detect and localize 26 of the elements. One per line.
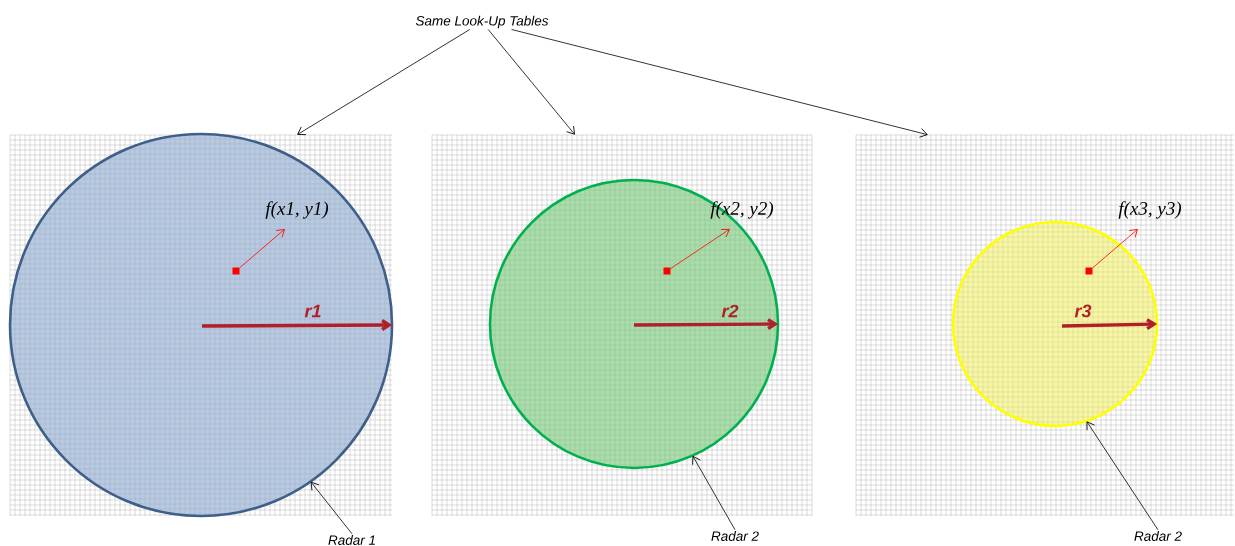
point-marker	[1085, 267, 1093, 275]
text-label: Radar 1	[328, 535, 375, 545]
leader-arrow	[692, 455, 736, 531]
arrow	[511, 29, 928, 138]
formula-label: f(x1, y1)	[265, 201, 329, 219]
arrow	[239, 229, 285, 269]
point-marker	[232, 267, 240, 275]
formula-label: f(x3, y3)	[1118, 201, 1182, 219]
radar-circle	[488, 178, 780, 470]
edge-label: r2	[721, 304, 739, 318]
text-label: Same Look-Up Tables	[415, 15, 549, 29]
arrow	[297, 29, 471, 135]
arrow	[670, 228, 730, 269]
text-label: Radar 2	[1134, 531, 1182, 541]
leader-arrow	[1086, 421, 1159, 531]
radius-arrow	[1061, 318, 1158, 331]
radar-circle	[951, 220, 1159, 428]
leader-arrow	[310, 481, 353, 535]
arrow	[1092, 229, 1138, 269]
point-marker	[663, 267, 671, 275]
radius-arrow	[202, 319, 393, 331]
radius-arrow	[634, 318, 779, 330]
text-label: Radar 2	[711, 531, 759, 541]
edge-label: r1	[304, 304, 321, 318]
arrow	[487, 29, 575, 135]
edge-label: r3	[1074, 304, 1092, 318]
